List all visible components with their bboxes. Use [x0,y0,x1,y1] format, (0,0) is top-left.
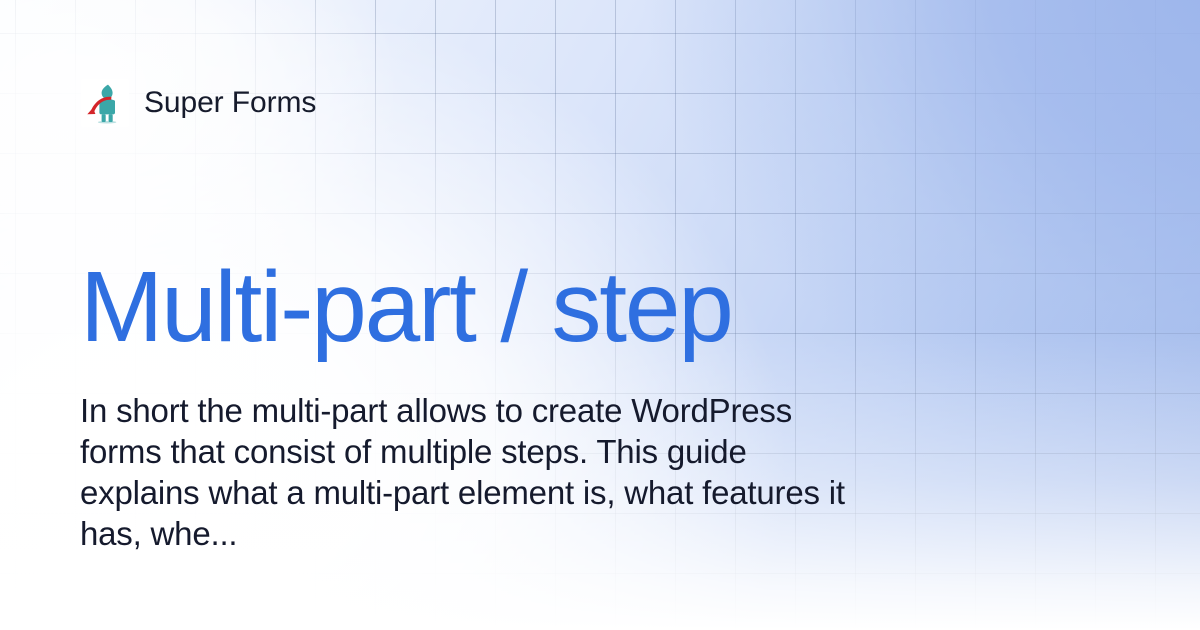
page-excerpt: In short the multi-part allows to create… [80,392,845,552]
brand-name: Super Forms [144,86,317,119]
super-forms-logo-icon [81,79,129,127]
page-title: Multi-part / step [80,251,734,363]
brand-lockup: Super Forms [81,79,316,127]
